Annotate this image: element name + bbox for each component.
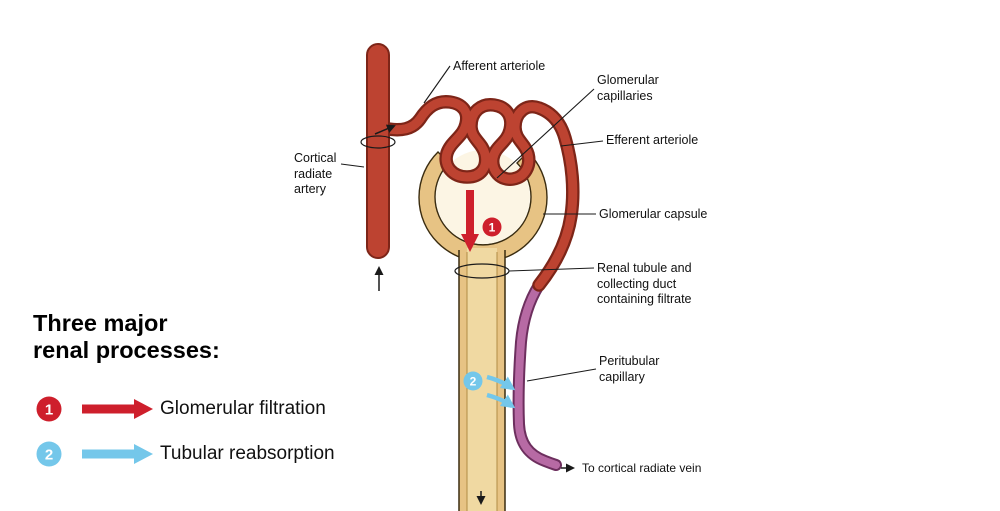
- label-peritubular-capillary: Peritubular capillary: [599, 354, 660, 384]
- legend-item-2-label: Tubular reabsorption: [160, 443, 335, 464]
- diagram-badge-2-number: 2: [470, 375, 477, 389]
- leader-renal-tubule: [508, 267, 595, 272]
- flow-arrows: [374, 124, 575, 505]
- label-efferent-arteriole: Efferent arteriole: [606, 133, 699, 147]
- arteriole-and-glomerulus-shape: [375, 94, 580, 292]
- label-glomerular-capsule: Glomerular capsule: [599, 207, 708, 221]
- label-glomerular-capillaries: Glomerular capillaries: [597, 73, 659, 103]
- legend-badge-1: 1: [36, 396, 62, 422]
- legend-heading: Three major renal processes:: [33, 310, 220, 363]
- leader-glomerular-capillaries: [496, 88, 595, 179]
- legend-badge-2: 2: [36, 441, 62, 467]
- filtration-arrow: [461, 190, 479, 252]
- label-cortical-radiate-artery: Cortical radiate artery: [294, 151, 337, 196]
- diagram-badge-1-number: 1: [489, 221, 496, 235]
- leader-lines: [340, 65, 604, 382]
- diagram-badge-1: 1: [482, 217, 502, 237]
- cortical-radiate-artery-shape: [366, 43, 390, 259]
- leader-afferent: [423, 65, 451, 104]
- legend-item-1-label: Glomerular filtration: [160, 398, 326, 419]
- leader-cortical-artery: [340, 163, 365, 168]
- reabsorption-arrows: [486, 374, 516, 409]
- leader-peritubular: [526, 368, 597, 382]
- diagram-badge-2: 2: [463, 371, 483, 391]
- legend-badge-1-number: 1: [45, 402, 53, 419]
- legend-badge-2-number: 2: [45, 447, 53, 464]
- label-afferent-arteriole: Afferent arteriole: [453, 59, 546, 73]
- branch-flow-arrow: [374, 124, 396, 135]
- legend-arrow-blue: [82, 444, 153, 464]
- label-renal-tubule: Renal tubule and collecting duct contain…: [597, 261, 692, 306]
- leader-efferent: [560, 140, 604, 147]
- legend-arrow-red: [82, 399, 153, 419]
- peritubular-capillary-shape: [512, 279, 562, 471]
- label-cortical-radiate-vein: To cortical radiate vein: [582, 461, 702, 475]
